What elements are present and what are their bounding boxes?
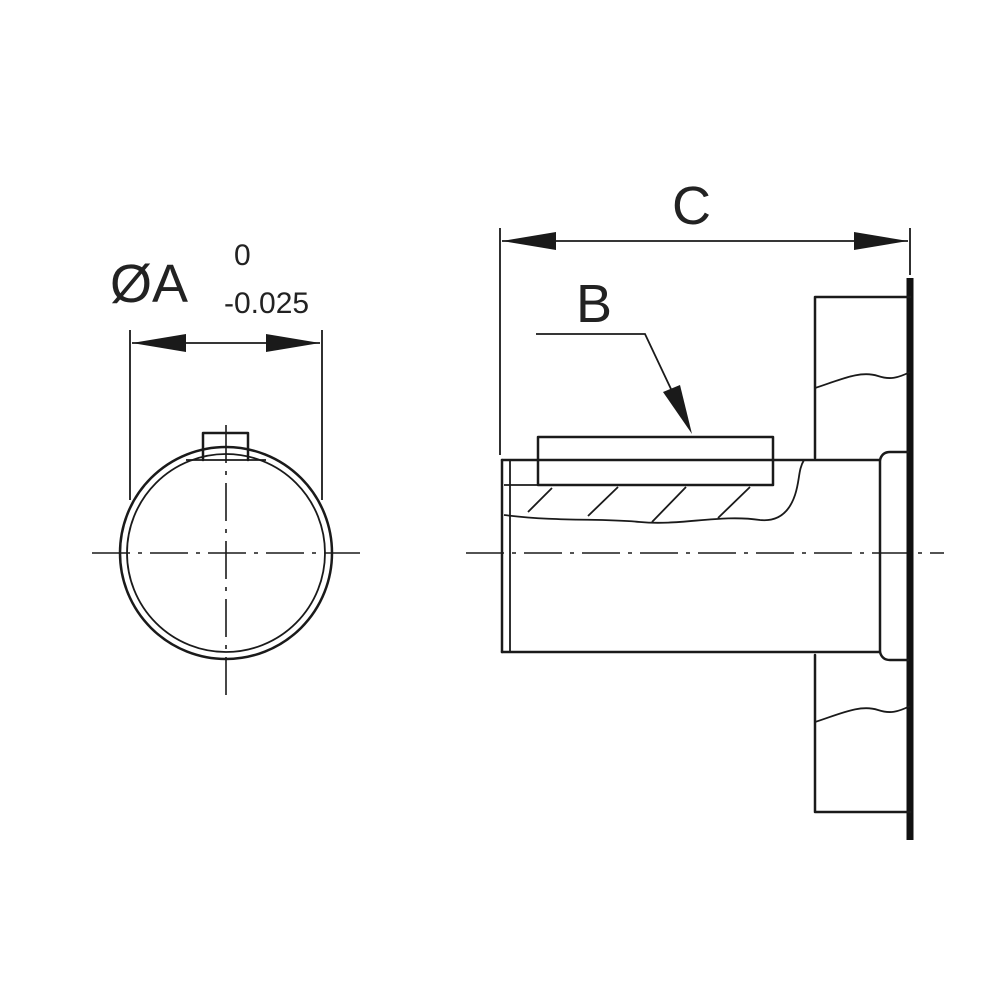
keyway-hatch-3 [651, 486, 687, 523]
dimension-a-tolerance-upper: 0 [234, 239, 251, 272]
flange-break-line-upper [814, 371, 911, 389]
shaft-inner-circle [126, 453, 326, 653]
dimension-b-arrow [663, 385, 692, 434]
keyway-hatch-4 [717, 486, 751, 519]
dimension-c-arrow-left [502, 232, 556, 250]
key-end-view [201, 431, 250, 462]
side-view: B C [466, 176, 944, 840]
key-side-view [536, 435, 775, 487]
keyway-break-line [503, 459, 805, 524]
dimension-c-arrow-right [854, 232, 908, 250]
dimension-a-arrow-right [266, 334, 320, 352]
dimension-a-label: ØA [110, 254, 188, 314]
keyway-hatch-2 [587, 486, 619, 517]
dimension-a-tolerance-lower: -0.025 [224, 287, 309, 320]
dimension-b-leader [536, 333, 689, 426]
shaft-outer-circle [118, 445, 334, 661]
end-view: ØA 0 -0.025 [92, 239, 360, 695]
flange-break-line-lower [814, 705, 911, 723]
shaft-shoulder [878, 450, 910, 662]
dimension-c-label: C [672, 176, 711, 236]
flange-lower [813, 653, 912, 814]
dimension-a-arrow-left [132, 334, 186, 352]
dimension-b-label: B [576, 274, 612, 334]
keyway-hatch-1 [527, 487, 553, 513]
flange-upper [813, 295, 912, 460]
